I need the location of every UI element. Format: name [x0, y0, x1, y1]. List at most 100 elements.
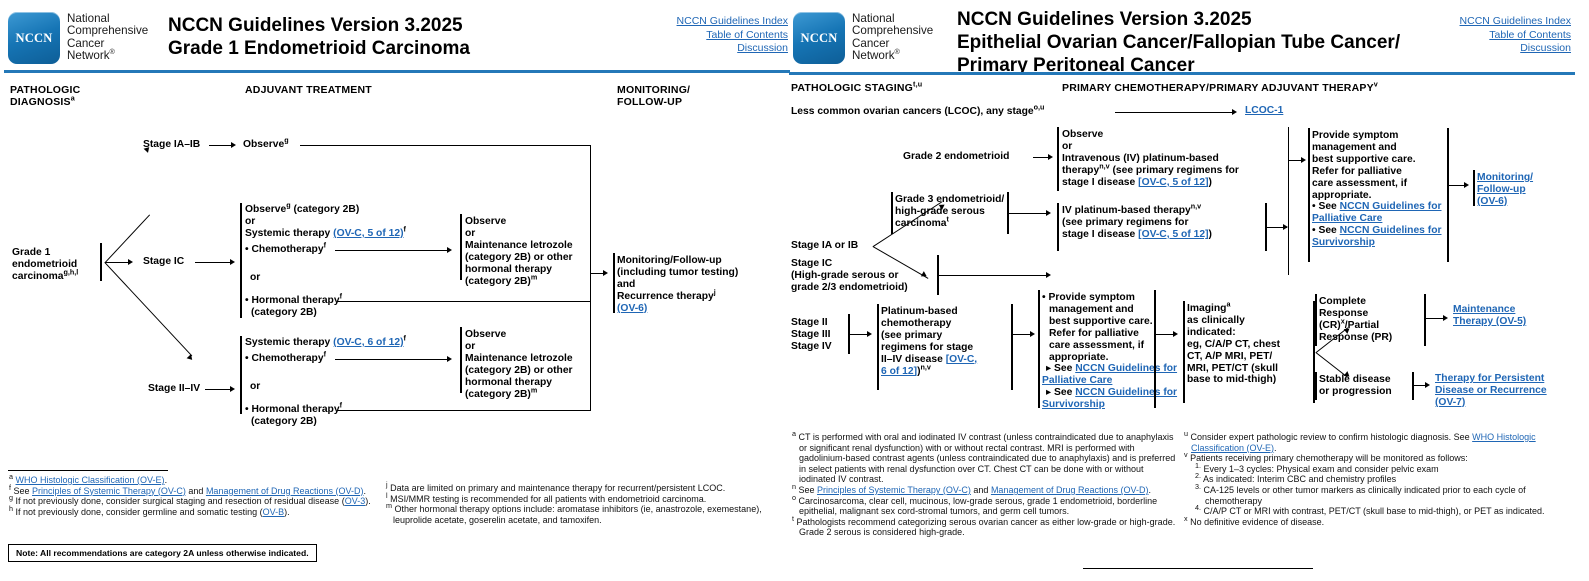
box-iiiv-systemic-therapy: Systemic therapy (OV-C, 6 of 12)f	[245, 333, 406, 348]
col-head-primary-chemotherapy: PRIMARY CHEMOTHERAPY/PRIMARY ADJUVANT TH…	[1062, 79, 1378, 94]
line-iv-platinum-out	[1265, 227, 1287, 229]
left-title-line1: NCCN Guidelines Version 3.2025	[168, 15, 463, 36]
footnote-marker: n	[792, 481, 796, 491]
footnote-marker: a	[792, 429, 796, 438]
monitoring-collector-line	[590, 145, 592, 411]
link-table-of-contents[interactable]: Table of Contents	[706, 28, 788, 41]
right-page-title: NCCN Guidelines Version 3.2025 Epithelia…	[957, 8, 1400, 77]
link-nccn-survivorship-top[interactable]: NCCN Guidelines for Survivorship	[1312, 225, 1442, 249]
line-iiiv-hormonal-to-monitoring	[337, 410, 590, 412]
node-stage-ic: Stage IC	[143, 256, 185, 267]
link-ov-c-6of12-a[interactable]: (OV-C, 6 of 12)	[333, 337, 404, 348]
category-note-box: Note: All recommendations are category 2…	[8, 544, 317, 562]
arrow-palliative-to-imaging	[1173, 330, 1178, 337]
col-head-monitoring-followup: MONITORING/FOLLOW-UP	[617, 84, 691, 108]
footnote-item: x No definitive evidence of disease.	[1184, 513, 1325, 527]
link-ov-c-5of12-b[interactable]: [OV-C, 5 of 12]	[1138, 176, 1209, 188]
col-head-adjuvant-treatment: ADJUVANT TREATMENT	[245, 84, 372, 96]
link-table-of-contents-right[interactable]: Table of Contents	[1489, 28, 1571, 41]
iv-platinum-box: IV platinum-based therapyn,v (see primar…	[1062, 201, 1212, 240]
entry-split-bar	[100, 243, 102, 281]
grade2-therapy-box: Observe or Intravenous (IV) platinum-bas…	[1062, 129, 1239, 188]
footnote-link[interactable]: Management of Drug Reactions (OV-D)	[990, 484, 1149, 495]
imaging-box: Imaginga as clinically indicated: eg, C/…	[1187, 299, 1281, 386]
line-stage-ic-to-iv-platinum	[937, 275, 1049, 277]
link-nccn-palliative-care-top[interactable]: NCCN Guidelines for Palliative Care	[1312, 201, 1442, 225]
footnote-link[interactable]: WHO Histologic Classification (OV-E)	[15, 475, 165, 485]
footnote-marker: a	[9, 472, 13, 481]
link-lcoc-1[interactable]: LCOC-1	[1245, 105, 1284, 116]
iv-platinum-box-bar-left	[1057, 203, 1059, 251]
footnote-item: a WHO Histologic Classification (OV-E).	[9, 472, 168, 485]
footnote-link[interactable]: Principles of Systemic Therapy (OV-C)	[32, 485, 186, 496]
right-header-links: NCCN Guidelines Index Table of Contents …	[1460, 15, 1571, 56]
footnote-subitem: 1. Every 1–3 cycles: Physical exam and c…	[1195, 460, 1439, 474]
monitoring-box: Monitoring/Follow-up (including tumor te…	[617, 255, 739, 314]
node-observe-g: Observeg	[243, 135, 289, 150]
footnote-item: t Pathologists recommend categorizing se…	[792, 513, 1176, 538]
right-title-line2: Epithelial Ovarian Cancer/Fallopian Tube…	[957, 32, 1401, 53]
arrow-response-to-maintenance	[1443, 314, 1448, 321]
nccn-logo-mark: NCCN	[8, 12, 60, 64]
header-divider	[4, 70, 790, 73]
link-discussion[interactable]: Discussion	[737, 42, 788, 54]
maintenance-box-ic: Observe or Maintenance letrozole (catego…	[465, 216, 573, 287]
footnote-marker: j	[386, 480, 388, 489]
line-lcoc	[1115, 112, 1235, 114]
box-ic-chemotherapy: • Chemotherapyf	[245, 240, 326, 255]
footnote-link[interactable]: OV-3	[344, 496, 366, 507]
footnote-link[interactable]: Management of Drug Reactions (OV-D)	[205, 485, 364, 496]
box-iiiv-bar	[240, 336, 242, 414]
link-nccn-palliative-care-bottom[interactable]: NCCN Guidelines for Palliative Care	[1042, 363, 1178, 387]
footnote-item: g If not previously done, consider surgi…	[9, 493, 371, 507]
line-ic-hormonal-to-monitoring	[337, 301, 590, 303]
node-lcoc: Less common ovarian cancers (LCOC), any …	[791, 102, 1045, 117]
node-stage-ia-or-ib: Stage IA or IB	[791, 240, 859, 251]
monitoring-box-bar	[613, 253, 615, 313]
maintenance-box-ic-bar	[460, 214, 462, 280]
palliative-top-box: Provide symptom management and best supp…	[1312, 130, 1442, 249]
link-ov-c-5of12-a[interactable]: (OV-C, 5 of 12)	[333, 227, 404, 239]
link-monitoring-followup-ov6[interactable]: Monitoring/Follow-up(OV-6)	[1477, 172, 1534, 207]
link-ov-c-6of12-b2[interactable]: 6 of 12]	[881, 365, 918, 377]
footnote-link[interactable]: WHO Histologic Classification (OV-E)	[1191, 432, 1536, 453]
arrow-grade2-to-box	[1048, 153, 1053, 160]
maintenance-box-iiiv: Observe or Maintenance letrozole (catego…	[465, 329, 573, 400]
link-guidelines-index[interactable]: NCCN Guidelines Index	[676, 15, 788, 27]
footnote-marker: l	[386, 490, 388, 500]
left-title-line2: Grade 1 Endometrioid Carcinoma	[168, 38, 470, 59]
footnote-item: f See Principles of Systemic Therapy (OV…	[9, 482, 367, 496]
footnote-subitem: 2. As indicated: Interim CBC and chemist…	[1195, 471, 1397, 485]
palliative-top-box-bar	[1308, 128, 1310, 262]
left-footnotes-column-2: j Data are limited on primary and mainte…	[385, 480, 785, 525]
link-ov-c-5of12-c[interactable]: [OV-C, 5 of 12]	[1138, 228, 1209, 240]
left-footnotes-column-1: a WHO Histologic Classification (OV-E).f…	[8, 472, 376, 517]
left-page-title: NCCN Guidelines Version 3.2025 Grade 1 E…	[168, 14, 470, 60]
footnote-marker: o	[792, 492, 796, 502]
stable-box-bar-left	[1315, 372, 1317, 400]
arrow-platinum-to-palliative	[1030, 330, 1035, 337]
link-nccn-survivorship-bottom[interactable]: NCCN Guidelines for Survivorship	[1042, 387, 1178, 411]
link-ov-c-6of12-b1[interactable]: [OV-C,	[945, 353, 978, 365]
link-discussion-right[interactable]: Discussion	[1520, 42, 1571, 54]
platinum-chemo-box-bar-right	[1011, 304, 1013, 390]
arrow-stages-to-platinum	[867, 330, 872, 337]
node-stage-ic-right: Stage IC (High-grade serous or grade 2/3…	[791, 258, 908, 293]
arrow-iiiv-chemo-to-maintenance	[447, 355, 452, 362]
link-guidelines-index-right[interactable]: NCCN Guidelines Index	[1459, 15, 1571, 27]
palliative-top-box-bar-right	[1447, 128, 1449, 262]
footnote-link[interactable]: OV-B	[262, 506, 285, 517]
line-stages-to-platinum	[848, 334, 870, 336]
link-ov-6-left[interactable]: (OV-6)	[617, 302, 648, 314]
left-footnote-rule	[8, 470, 168, 472]
node-stage-ia-ib: Stage IA–IB	[143, 139, 201, 150]
line-to-palliative-top	[1288, 160, 1304, 162]
response-box-bar-right	[1424, 294, 1426, 346]
footnote-item: j Data are limited on primary and mainte…	[386, 480, 726, 493]
footnote-link[interactable]: Principles of Systemic Therapy (OV-C)	[817, 484, 971, 495]
imaging-box-bar-right	[1313, 301, 1315, 403]
